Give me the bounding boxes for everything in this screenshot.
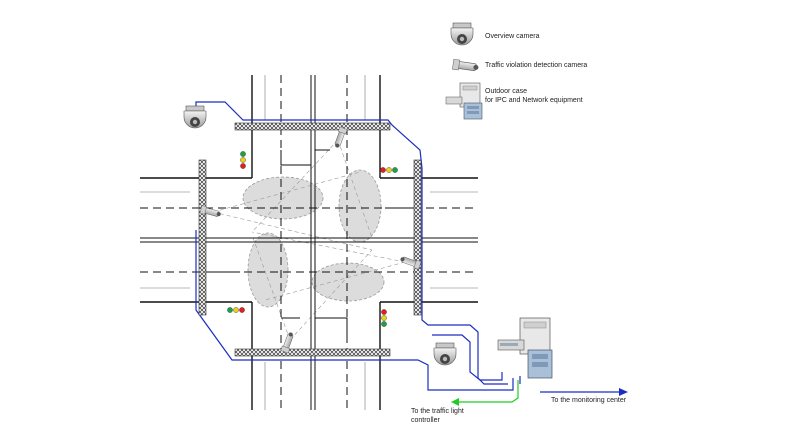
monitoring-arrow-head — [619, 388, 628, 396]
traffic-light-controller-label-line1: To the traffic light — [411, 408, 464, 415]
traffic-light-icon — [240, 151, 246, 169]
overview-camera-icon — [183, 105, 207, 129]
gantry-east — [413, 159, 422, 316]
controller-arrow-head — [451, 398, 459, 406]
gantry-south — [234, 348, 391, 357]
legend-outdoor-case-icon — [445, 82, 483, 120]
controller-cable — [458, 380, 519, 403]
traffic-light-icon — [380, 167, 398, 173]
legend-overview-camera-label: Overview camera — [485, 33, 540, 40]
legend-outdoor-case-label-line1: Outdoor case — [485, 88, 528, 95]
coverage-zone-east — [338, 169, 382, 243]
traffic-light-icon — [227, 307, 245, 313]
legend-outdoor-case-label-line2: for IPC and Network equipment — [485, 97, 583, 104]
legend-violation-camera-label: Traffic violation detection camera — [485, 62, 588, 69]
traffic-light-icon — [381, 309, 387, 327]
traffic-light-controller-label-line2: controller — [411, 417, 440, 424]
lane-guides — [210, 149, 415, 335]
outdoor-case-icon — [497, 317, 553, 379]
gantry-north — [234, 122, 391, 131]
gantry-west — [198, 159, 207, 316]
coverage-zone-south — [311, 262, 385, 302]
gantries — [198, 122, 422, 357]
legend-overview-camera-icon — [450, 22, 474, 46]
monitoring-center-label: To the monitoring center — [551, 397, 627, 404]
detection-sight-lines — [212, 139, 406, 341]
coverage-zone-west — [247, 232, 289, 308]
overview-camera-icon — [433, 342, 457, 366]
network-cable — [195, 101, 620, 393]
legend-violation-camera-icon — [451, 58, 480, 74]
